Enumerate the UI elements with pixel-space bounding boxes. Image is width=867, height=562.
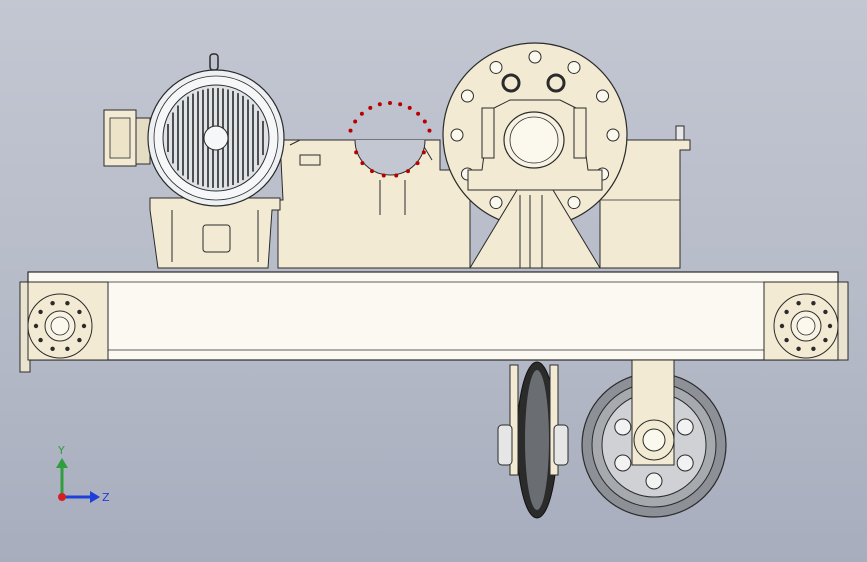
pillow-block-bearing [467, 73, 603, 191]
wheel-hole [645, 472, 663, 490]
flange-bolt [65, 300, 70, 306]
origin-point [58, 493, 66, 501]
flange-bolt [796, 300, 801, 306]
electric-motor [147, 53, 285, 207]
bolt-hole [421, 150, 426, 155]
bolt-hole [370, 169, 374, 174]
bolt-hole [377, 102, 382, 107]
travel-wheel [581, 359, 727, 518]
drum-hole [606, 128, 620, 142]
bolt-hole [406, 169, 410, 174]
flange-bolt [784, 337, 789, 343]
terminal-box [103, 109, 151, 167]
flange-bolt [779, 323, 785, 329]
bolt-hole [368, 105, 373, 110]
bolt-hole [422, 119, 427, 124]
wheel-hole [676, 454, 694, 472]
bolt-hole [360, 161, 365, 166]
bolt-hole [415, 161, 420, 166]
flange-bolt [77, 309, 82, 315]
flange-bolt [827, 323, 833, 329]
drum-hole [528, 50, 542, 64]
bolt-hole [348, 128, 353, 133]
drum-hole [567, 60, 581, 74]
flange-bolt [823, 309, 828, 315]
coordinate-triad[interactable]: Y Z [56, 444, 110, 504]
drum-hole [567, 196, 581, 210]
flange-bolt [784, 309, 789, 315]
flange-bolt [77, 337, 82, 343]
bolt-hole [394, 173, 399, 178]
gear-housing [277, 139, 471, 269]
y-axis-arrowhead [56, 458, 68, 468]
drum-hole [489, 196, 503, 210]
flange-bolt [38, 337, 43, 343]
flange-bolt [50, 346, 55, 352]
end-wheel-right [763, 281, 839, 361]
bolt-hole [353, 119, 358, 124]
bolt-hole [427, 128, 432, 133]
z-axis-label: Z [102, 491, 110, 504]
flange-bolt [38, 309, 43, 315]
drum-hole [489, 60, 503, 74]
flange-bolt [81, 323, 87, 329]
rope-sheave [497, 361, 569, 519]
bolt-hole [388, 101, 392, 105]
end-wheel-left [27, 281, 109, 361]
wheel-hole [614, 418, 632, 436]
bolt-hole [354, 150, 359, 155]
y-axis-label: Y [57, 444, 65, 457]
flange-bolt [823, 337, 828, 343]
bolt-hole [359, 111, 364, 116]
main-beam [19, 271, 849, 373]
bolt-hole [398, 102, 403, 107]
flange-bolt [811, 346, 816, 352]
flange-bolt [33, 323, 39, 329]
drum-hole [596, 89, 610, 103]
flange-bolt [811, 300, 816, 306]
wheel-hole [676, 418, 694, 436]
bolt-hole [407, 105, 412, 110]
motor-base [149, 197, 281, 269]
flange-bolt [65, 346, 70, 352]
bolt-hole [416, 111, 421, 116]
flange-bolt [796, 346, 801, 352]
bolt-ring [348, 101, 432, 178]
z-axis-arrowhead [90, 491, 100, 503]
bolt-hole [381, 173, 386, 178]
flange-bolt [50, 300, 55, 306]
wheel-hole [614, 454, 632, 472]
drum-hole [450, 128, 464, 142]
drum-hole [460, 89, 474, 103]
